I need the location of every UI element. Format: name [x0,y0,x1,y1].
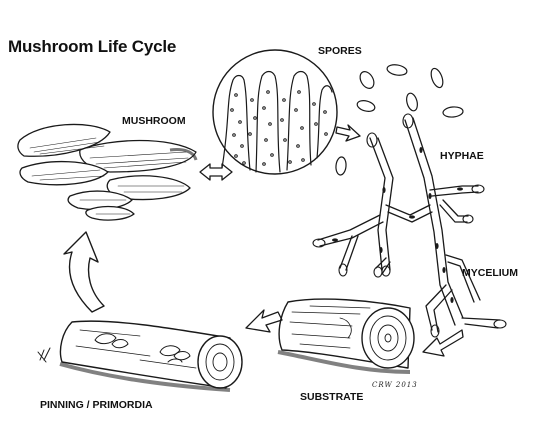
label-substrate: SUBSTRATE [300,391,364,403]
spores-group [335,64,464,176]
pinning-log [37,320,243,392]
gill-closeup [212,49,338,175]
hyphae-network [312,113,507,338]
arrow-mycelium-to-substrate [422,329,464,357]
artist-signature: CRW 2013 [372,381,418,389]
arrow-spores-to-hyphae [335,124,361,142]
diagram-title: Mushroom Life Cycle [8,37,177,56]
label-mushroom: MUSHROOM [122,115,186,127]
label-mycelium: MYCELIUM [462,267,518,279]
arrow-mushroom-gills [199,163,233,181]
label-spores: SPORES [318,45,362,57]
label-pinning-primordia: PINNING / PRIMORDIA [40,399,153,411]
mushroom-cluster [17,123,198,221]
label-hyphae: HYPHAE [440,150,484,162]
arrow-substrate-to-pinning [245,309,283,333]
arrow-pinning-to-mushroom [63,231,105,313]
substrate-log [277,298,415,374]
